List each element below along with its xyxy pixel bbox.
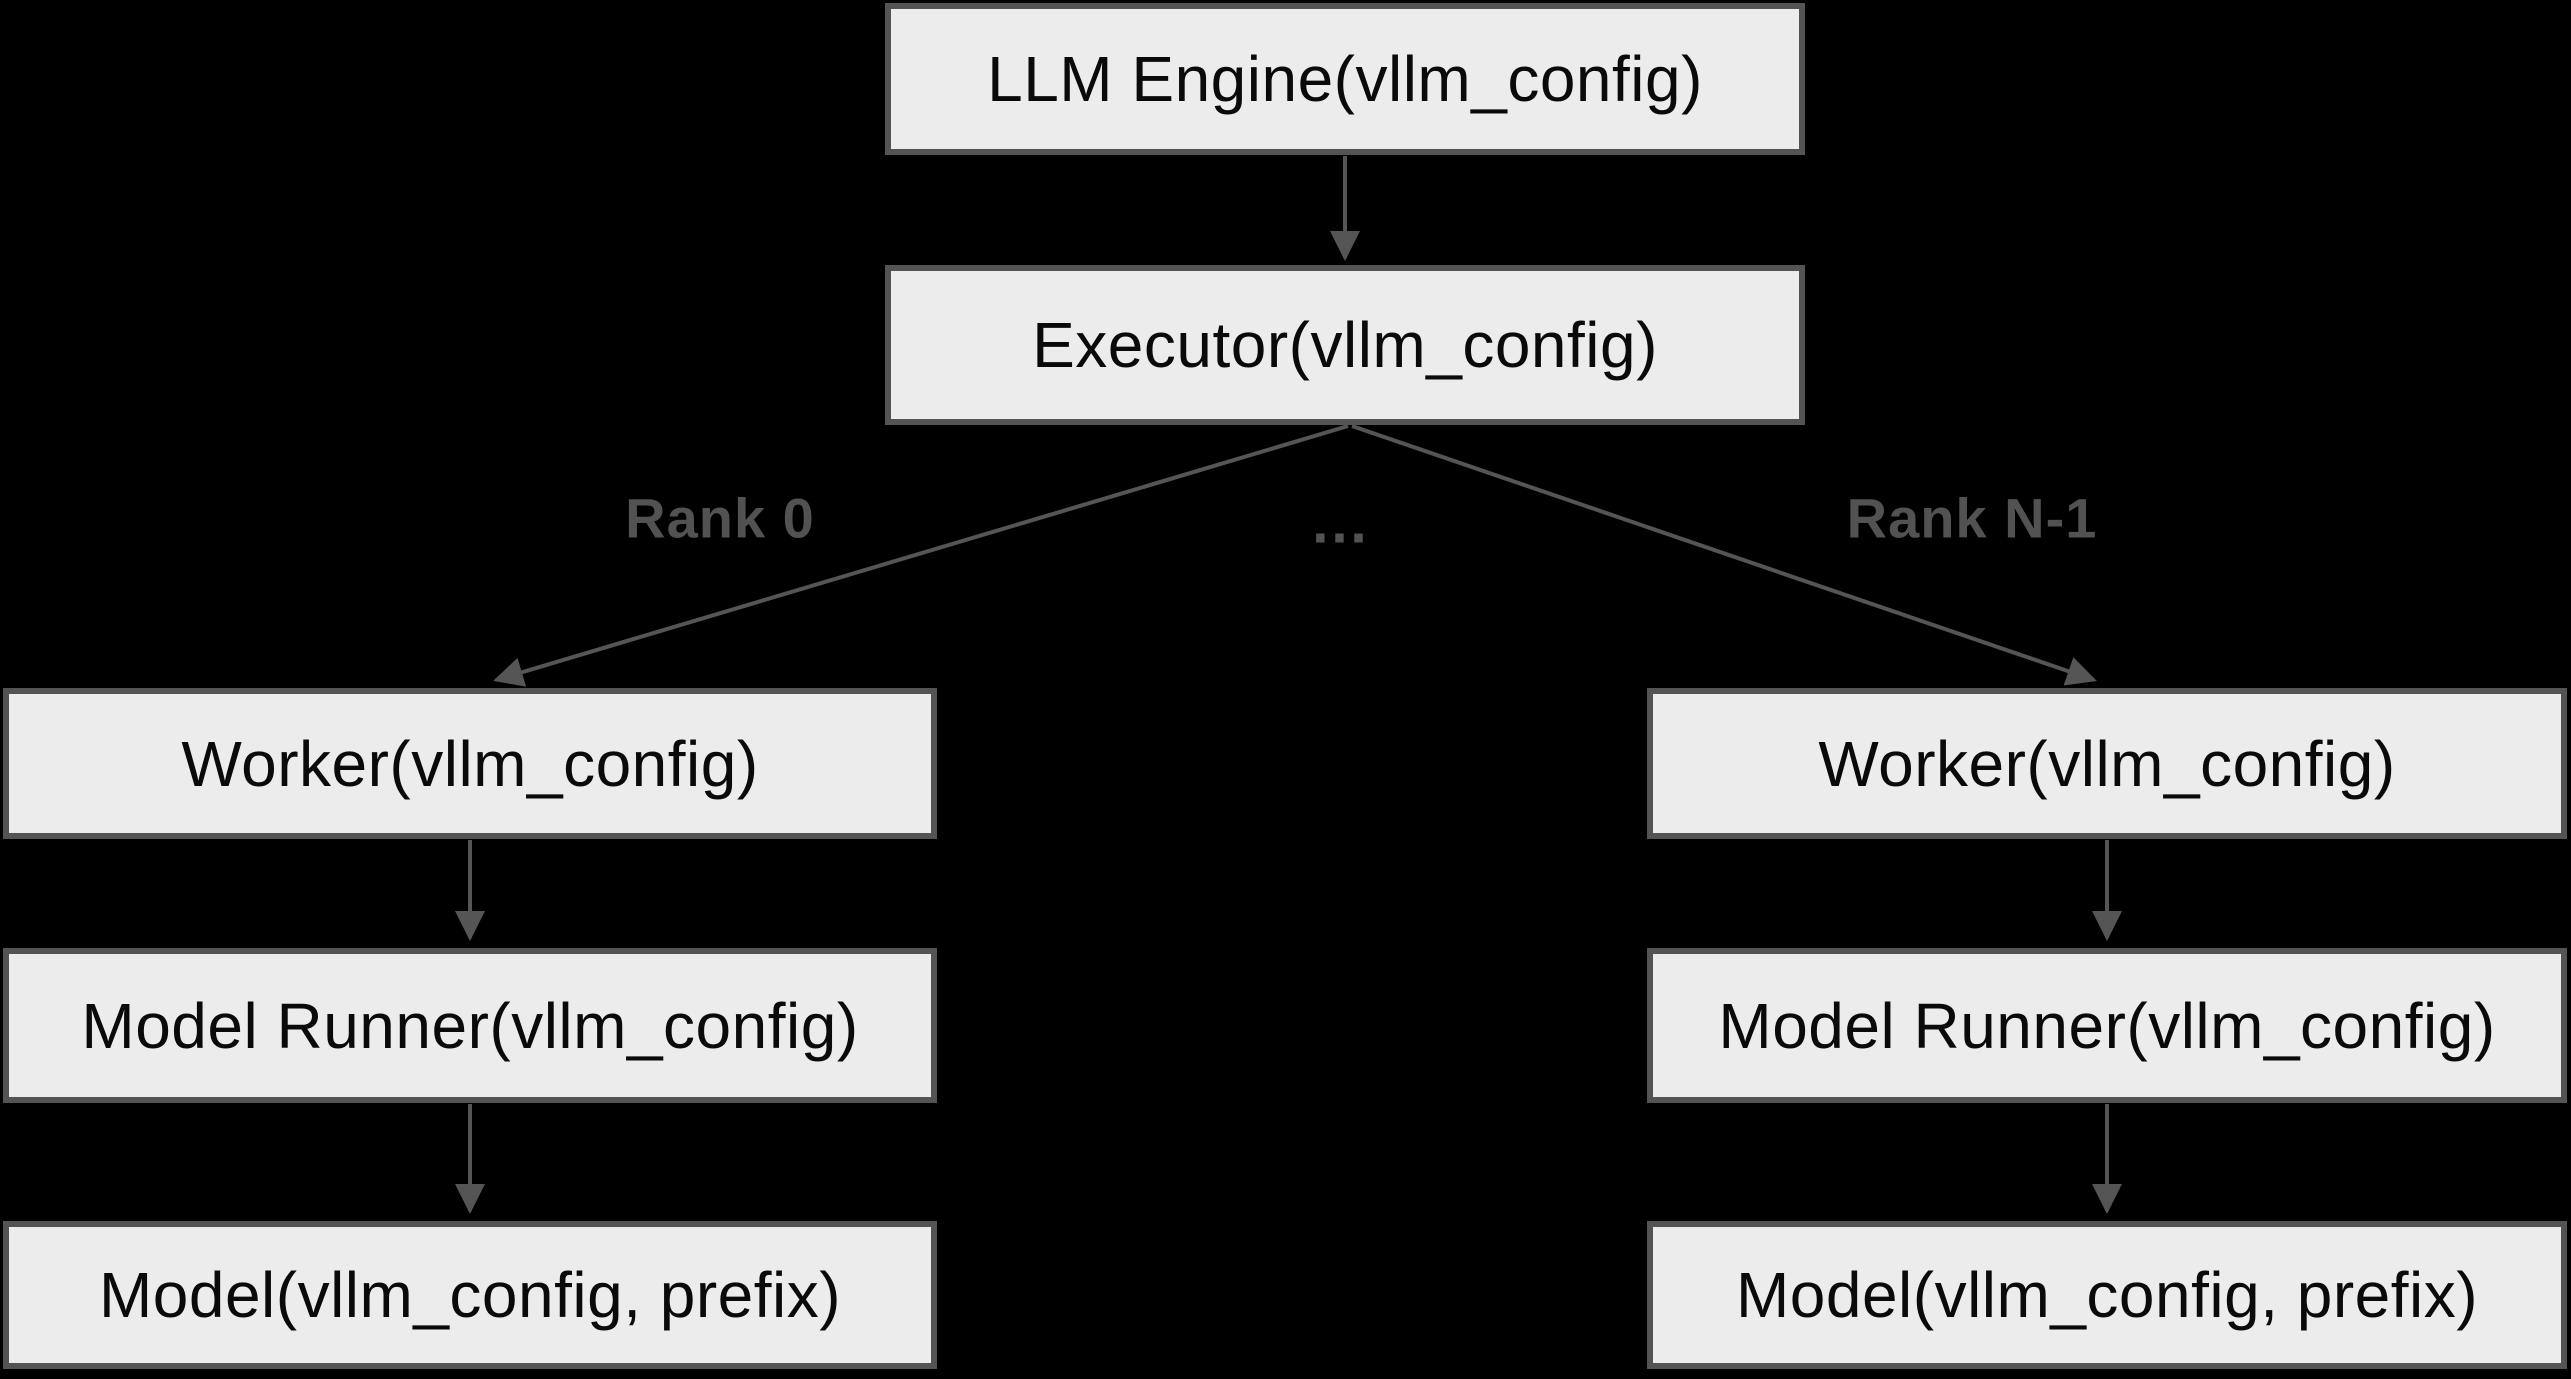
- node-executor: Executor(vllm_config): [885, 265, 1805, 425]
- node-model-runner-rank-n-1-label: Model Runner(vllm_config): [1718, 989, 2496, 1062]
- node-worker-rank-n-1-label: Worker(vllm_config): [1818, 727, 2396, 800]
- node-llm-engine-label: LLM Engine(vllm_config): [987, 43, 1703, 115]
- node-model-runner-rank-0: Model Runner(vllm_config): [3, 948, 937, 1103]
- node-worker-rank-0: Worker(vllm_config): [3, 688, 937, 839]
- node-model-runner-rank-n-1: Model Runner(vllm_config): [1647, 948, 2567, 1103]
- edge-label-rank-n-1: Rank N-1: [1846, 486, 2098, 550]
- edge-executor-to-worker-left: [493, 424, 1349, 687]
- node-executor-label: Executor(vllm_config): [1032, 309, 1658, 381]
- edge-label-ellipsis: …: [1309, 488, 1371, 556]
- edge-label-rank-0: Rank 0: [625, 486, 815, 550]
- node-model-rank-0-label: Model(vllm_config, prefix): [98, 1259, 842, 1331]
- node-model-rank-n-1-label: Model(vllm_config, prefix): [1735, 1259, 2479, 1331]
- node-model-rank-0: Model(vllm_config, prefix): [3, 1221, 937, 1369]
- node-llm-engine: LLM Engine(vllm_config): [885, 3, 1805, 155]
- node-worker-rank-0-label: Worker(vllm_config): [181, 727, 759, 800]
- node-worker-rank-n-1: Worker(vllm_config): [1647, 688, 2567, 839]
- node-model-runner-rank-0-label: Model Runner(vllm_config): [81, 989, 859, 1062]
- edge-executor-to-worker-right: [1351, 424, 2097, 686]
- node-model-rank-n-1: Model(vllm_config, prefix): [1647, 1221, 2567, 1369]
